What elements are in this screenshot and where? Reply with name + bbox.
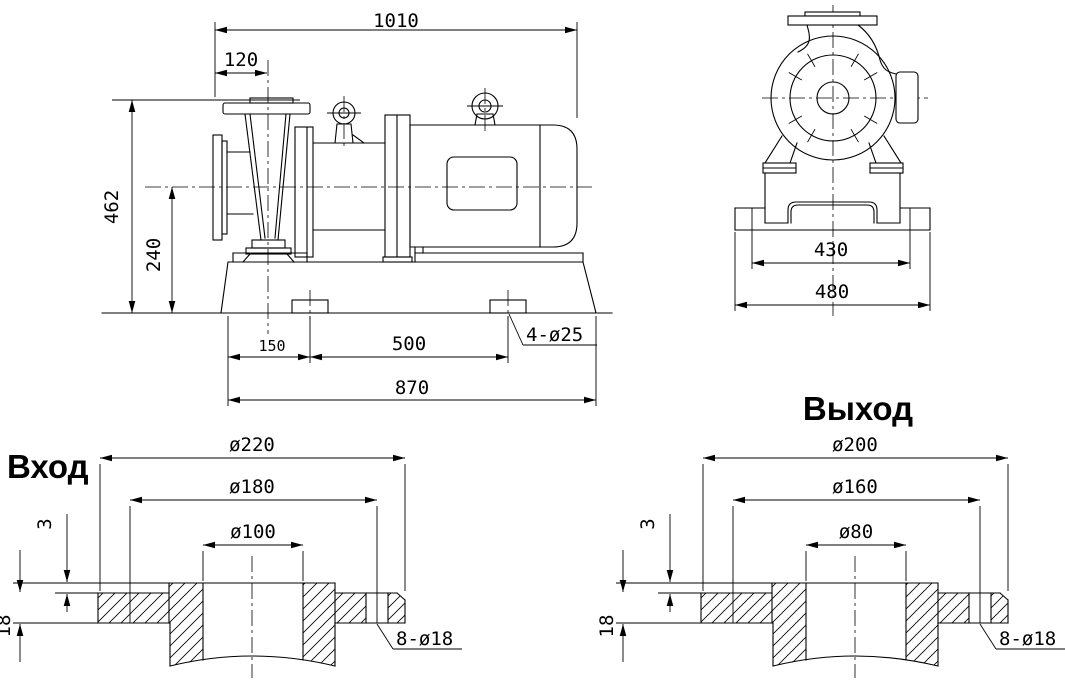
outlet-label: Выход <box>803 390 913 427</box>
dim-baseplate-length: 870 <box>395 377 429 399</box>
dim-flange-to-axis: 120 <box>224 49 258 71</box>
dim-inlet-bolt-holes: 8-ø18 <box>396 628 453 650</box>
pump-casing <box>212 97 311 263</box>
support-feet <box>762 135 904 224</box>
outlet-flange-section: Выход ø200 ø160 ø80 3 18 8-ø18 <box>596 390 1065 678</box>
dim-anchor-hole-spacing: 430 <box>814 239 848 261</box>
side-view: 1010 120 462 240 150 500 870 4-ø25 <box>101 10 613 406</box>
dim-inlet-bore: ø100 <box>230 521 276 543</box>
inlet-flange-section: Вход ø220 ø180 ø100 3 18 8-ø18 <box>0 434 462 678</box>
dim-outlet-od: ø200 <box>832 434 878 456</box>
dim-outlet-raised-face: 3 <box>637 518 659 529</box>
end-view-dimensions: 430 480 <box>734 208 931 311</box>
dim-shaft-height: 240 <box>143 238 165 272</box>
dim-outlet-bolt-holes: 8-ø18 <box>999 628 1056 650</box>
anchor-bolt-boss <box>489 299 527 314</box>
end-view: 430 480 <box>734 5 931 316</box>
dim-anchor-offset: 150 <box>258 337 285 355</box>
dim-outlet-bolt-circle: ø160 <box>832 476 878 498</box>
motor-nameplate <box>446 156 518 211</box>
dim-inlet-bolt-circle: ø180 <box>229 476 275 498</box>
dim-anchor-spacing: 500 <box>392 333 426 355</box>
dim-overall-length: 1010 <box>373 10 419 32</box>
volute-casing <box>770 11 919 161</box>
lifting-eye-icon <box>332 101 365 144</box>
dim-overall-height: 462 <box>101 190 123 224</box>
casing-lug <box>895 71 919 124</box>
label-anchor-holes: 4-ø25 <box>526 324 583 346</box>
motor <box>409 92 578 254</box>
dim-inlet-raised-face: 3 <box>34 518 56 529</box>
side-view-centerlines <box>145 60 592 334</box>
dim-inlet-thickness: 18 <box>0 615 15 638</box>
dim-outlet-thickness: 18 <box>596 615 618 638</box>
lifting-eye-icon <box>471 92 499 126</box>
discharge-flange <box>787 15 878 26</box>
bearing-frame <box>294 101 413 263</box>
side-view-dimensions: 1010 120 462 240 150 500 870 4-ø25 <box>101 10 597 406</box>
dim-inlet-od: ø220 <box>229 434 275 456</box>
base-channel <box>734 207 931 231</box>
anchor-bolt-boss <box>291 299 329 314</box>
impeller-tick-marks <box>788 53 878 143</box>
discharge-flange-face <box>804 11 861 17</box>
baseplate <box>101 252 613 314</box>
dim-outlet-bore: ø80 <box>839 521 873 543</box>
dim-baseplate-width: 480 <box>815 281 849 303</box>
inlet-label: Вход <box>7 448 89 485</box>
